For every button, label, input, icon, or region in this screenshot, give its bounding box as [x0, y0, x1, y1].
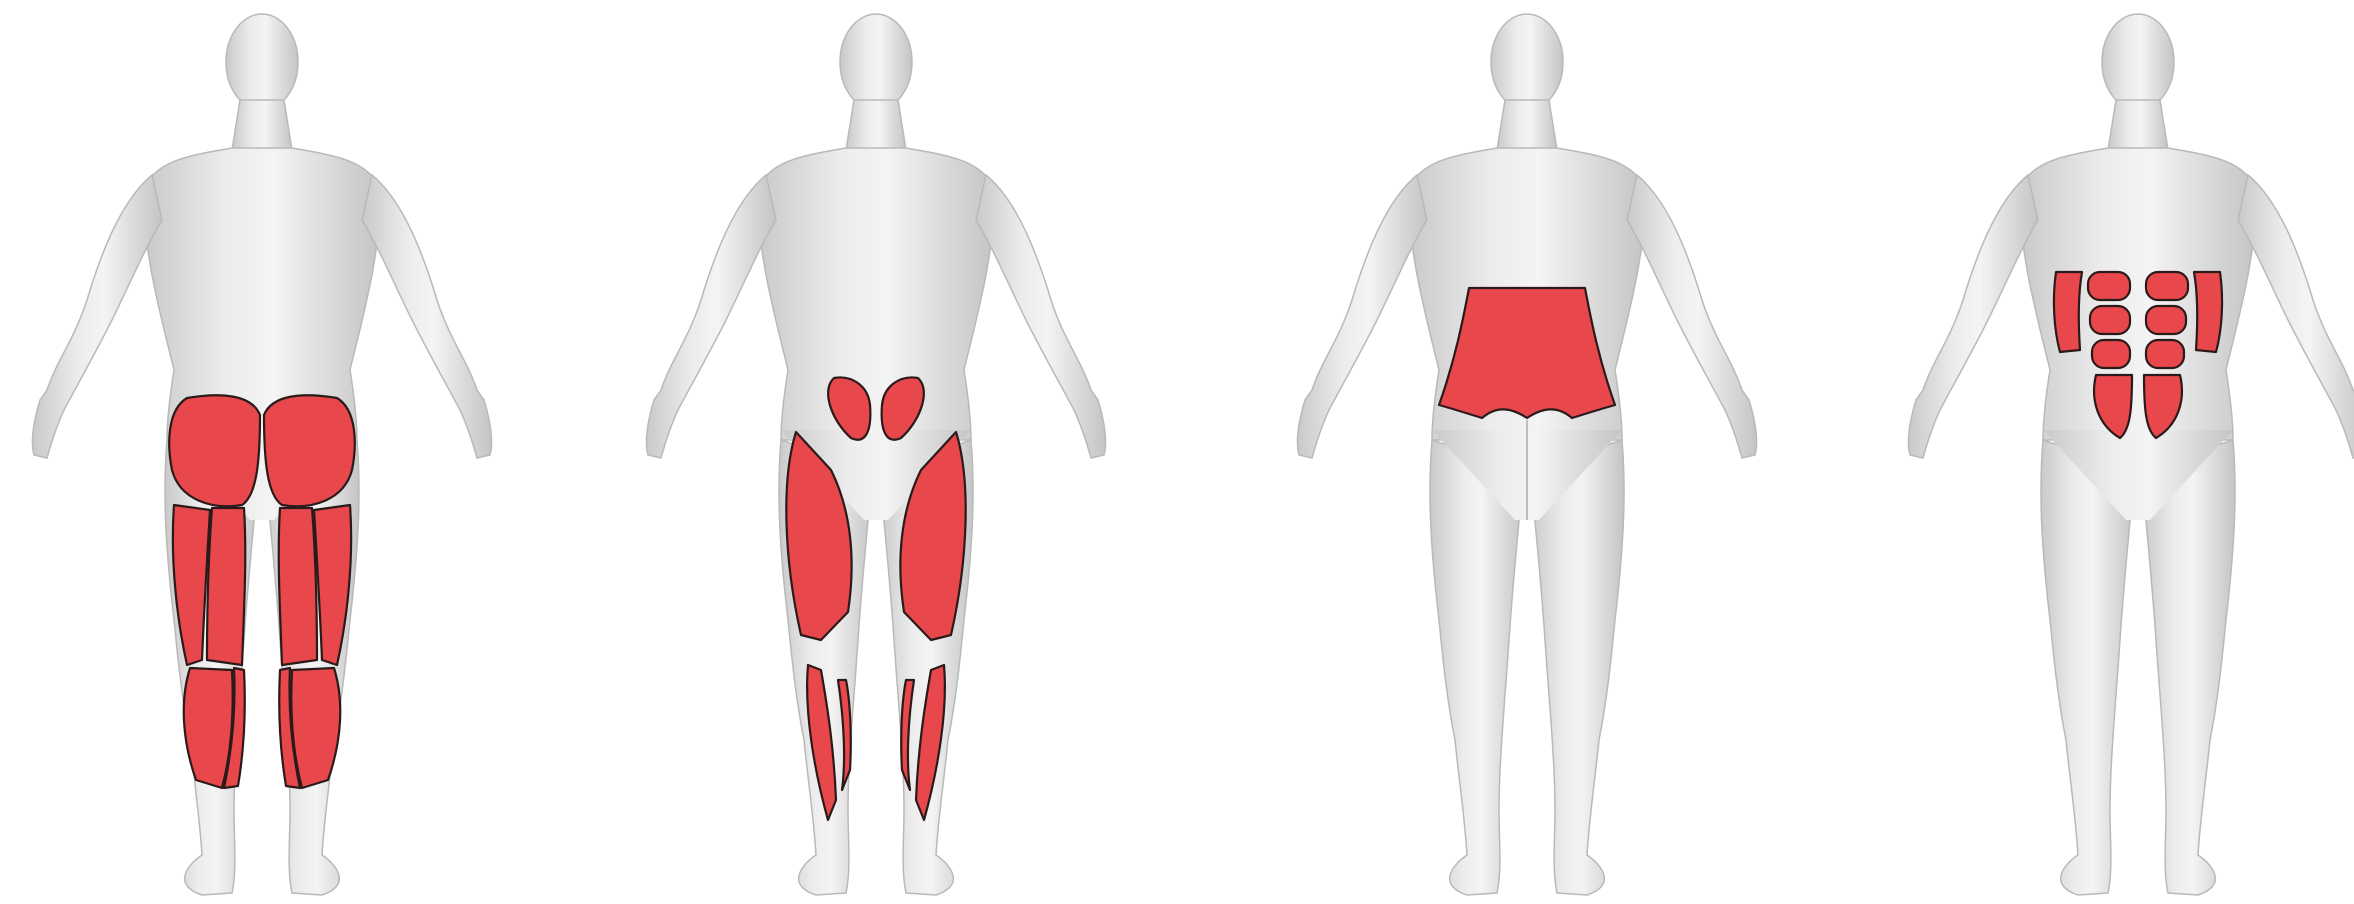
- calf-left: [184, 668, 233, 788]
- figure-back-lower-body: [32, 14, 491, 895]
- hamstring-left-inner: [207, 508, 245, 665]
- abs-lower-right: [2146, 340, 2184, 368]
- figure-back-lower-back: [1297, 14, 1756, 895]
- calf-right: [291, 668, 340, 788]
- abs-lower-left: [2092, 340, 2130, 368]
- figure-front-lower-body: [646, 14, 1105, 895]
- oblique-right: [2194, 272, 2222, 352]
- gluteus-left: [169, 395, 260, 506]
- lower-back-erector: [1439, 288, 1615, 418]
- mannequin-body: [646, 14, 1105, 895]
- abs-upper-left: [2088, 272, 2130, 300]
- highlighted-muscles: [1439, 288, 1615, 418]
- gluteus-right: [264, 395, 355, 506]
- mannequin-body: [32, 14, 491, 895]
- abs-middle-right: [2146, 306, 2186, 334]
- oblique-left: [2054, 272, 2082, 352]
- hamstring-right-inner: [279, 508, 317, 665]
- figure-front-core: [1908, 14, 2354, 895]
- mannequin-body: [1908, 14, 2354, 895]
- abs-middle-left: [2090, 306, 2130, 334]
- abs-upper-right: [2146, 272, 2188, 300]
